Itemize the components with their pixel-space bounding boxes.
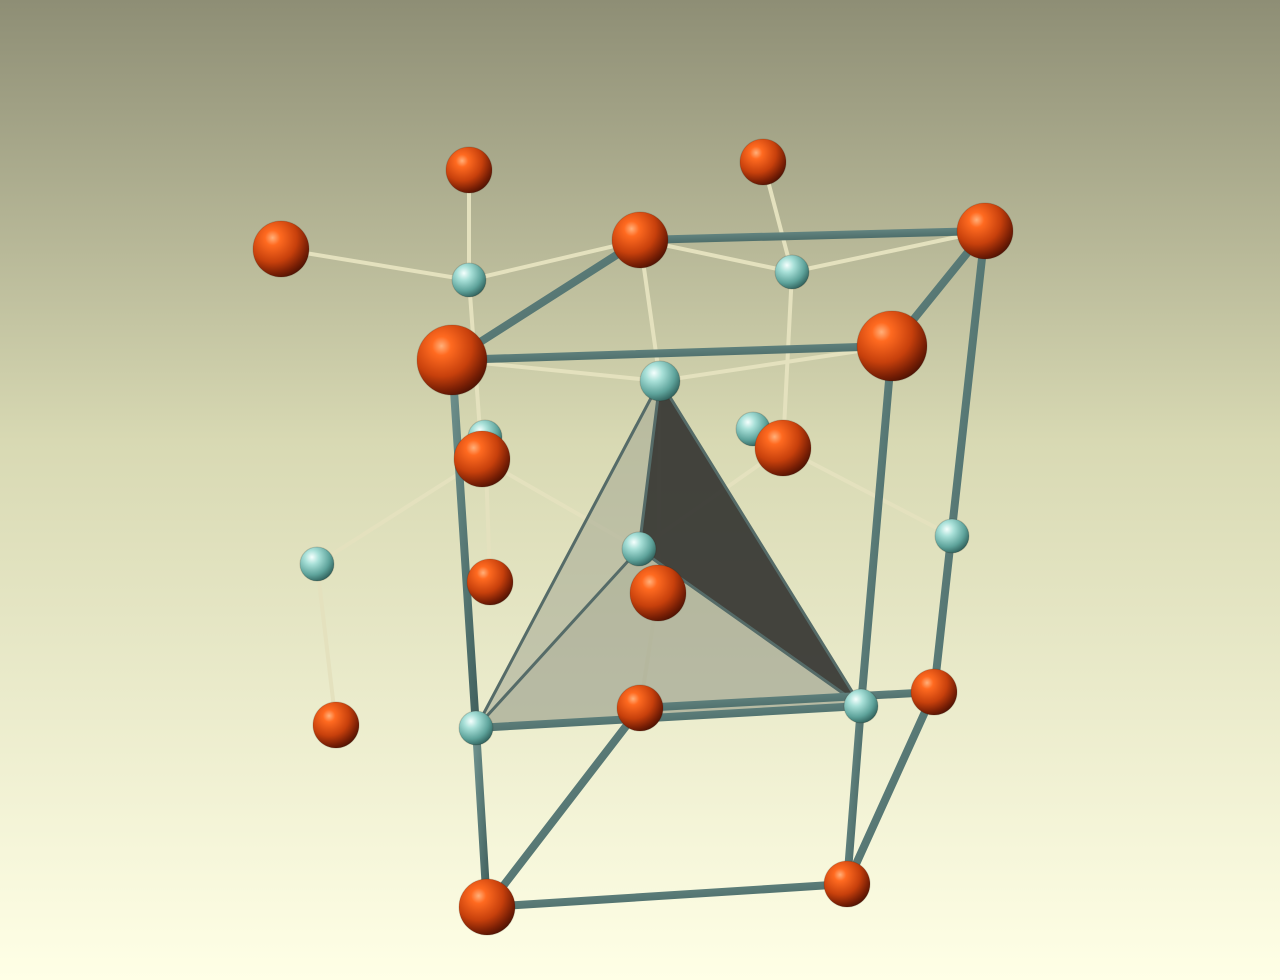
orange-atom (458, 878, 516, 936)
bond-rod (315, 562, 338, 727)
frame-rod (636, 227, 989, 244)
tetrahedron-edge (474, 379, 662, 730)
orange-atom (823, 860, 871, 908)
teal-atom (299, 546, 335, 582)
tetrahedron (474, 379, 863, 730)
frame-rod (472, 702, 865, 732)
frame-rod (843, 688, 938, 888)
frame-rods (448, 227, 989, 911)
frame-rod (448, 342, 896, 364)
bond-rod (467, 238, 642, 282)
frame-rod (448, 236, 644, 364)
orange-atom (910, 668, 958, 716)
orange-atom (739, 138, 787, 186)
bond-rod (315, 457, 484, 566)
orange-atom (629, 564, 687, 622)
bond-rod (781, 270, 794, 450)
bond-rod (279, 247, 471, 282)
orange-atom (466, 558, 514, 606)
frame-rod (483, 704, 644, 911)
orange-atom (616, 684, 664, 732)
bond-rod (658, 344, 894, 383)
orange-atom (445, 146, 493, 194)
orange-atom (856, 310, 928, 382)
tetrahedron-edge (658, 379, 863, 708)
bond-rod (781, 446, 954, 538)
orange-atom (416, 324, 488, 396)
teal-atom (774, 254, 810, 290)
atoms (252, 138, 1014, 936)
orange-atom (754, 419, 812, 477)
teal-atom (451, 262, 487, 298)
teal-atom (458, 710, 494, 746)
tetrahedron-edge (474, 547, 641, 730)
orange-atom (312, 701, 360, 749)
frame-rod (857, 342, 896, 710)
orange-atom (611, 211, 669, 269)
teal-atom (934, 518, 970, 554)
orange-atom (956, 202, 1014, 260)
teal-atom (639, 360, 681, 402)
frame-rod (930, 227, 989, 696)
orange-atom (453, 430, 511, 488)
bond-rod (790, 229, 987, 274)
tetrahedron-face-back (476, 549, 861, 728)
frame-rod (843, 702, 865, 888)
frame-rod (472, 724, 491, 911)
teal-atom (621, 531, 657, 567)
frame-rod (636, 688, 938, 712)
teal-atom (843, 688, 879, 724)
tetrahedron-face-dark (639, 381, 861, 706)
frame-rod (448, 356, 480, 732)
frame-rod (483, 880, 851, 911)
orange-atom (252, 220, 310, 278)
